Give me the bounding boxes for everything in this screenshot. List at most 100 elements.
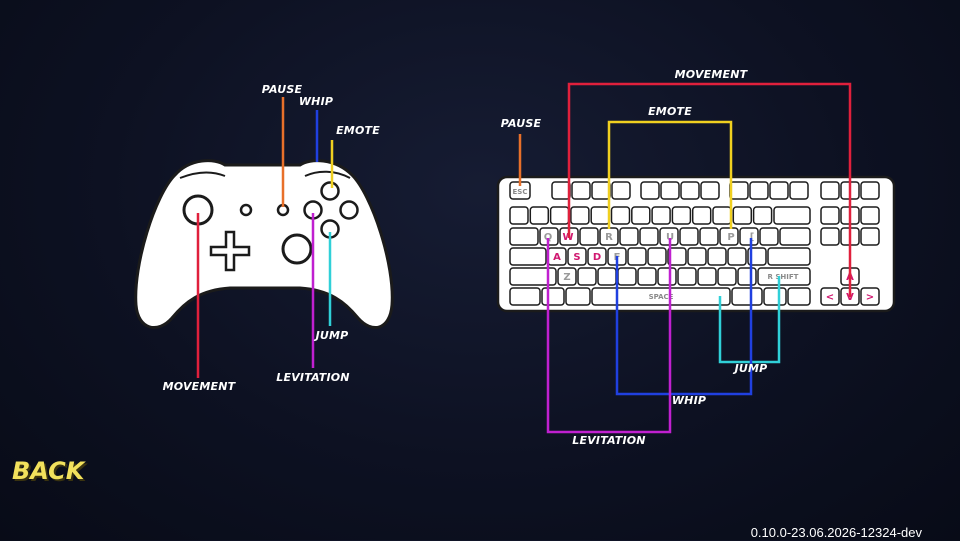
key-i [679, 227, 699, 246]
key-quote [747, 247, 767, 266]
keycap [717, 267, 737, 286]
keycap [651, 206, 671, 225]
key-j [667, 247, 687, 266]
keycap [820, 206, 840, 225]
key-left-label: < [826, 292, 834, 303]
gamepad-whip-label: WHIP [299, 95, 333, 108]
keycap [597, 267, 617, 286]
key-d [587, 247, 607, 266]
keycap [631, 206, 651, 225]
kb-whip-label: WHIP [672, 394, 706, 407]
key-h [647, 247, 667, 266]
gamepad-movement-label: MOVEMENT [163, 380, 237, 393]
face-button-y [320, 181, 340, 201]
key-s-label: S [573, 252, 580, 263]
keyboard-diagram: ESC Q W R U P [ A S D F Z R SHIFT SPACE … [496, 68, 896, 447]
back-button[interactable]: BACK [12, 457, 85, 485]
keycap [590, 206, 610, 225]
keycap [820, 227, 840, 246]
keycap [680, 181, 700, 200]
keycap [789, 181, 809, 200]
keycap [660, 181, 680, 200]
keycap [541, 287, 565, 306]
keycap [617, 267, 637, 286]
key-right [860, 287, 880, 306]
gamepad-body [134, 159, 394, 329]
keycap [611, 181, 631, 200]
keycap [749, 181, 769, 200]
version-label: 0.10.0-23.06.2026-12324-dev [750, 525, 922, 540]
key-e [579, 227, 599, 246]
key-space-label: SPACE [649, 293, 674, 301]
keycap [671, 206, 692, 225]
keycap [571, 181, 591, 200]
keycap [509, 227, 539, 246]
key-d-label: D [593, 252, 601, 263]
key-right-label: > [866, 292, 874, 303]
kb-movement-line [567, 82, 852, 297]
key-bracket-label: [ [750, 232, 755, 243]
keycap [529, 206, 550, 225]
keycap [509, 287, 541, 306]
kb-levitation-line [546, 238, 672, 434]
keycap [591, 181, 611, 200]
keycap [763, 287, 787, 306]
keycap [737, 267, 757, 286]
keycap [509, 267, 557, 286]
view-button [239, 203, 253, 217]
keycap [551, 181, 571, 200]
keycap [700, 181, 720, 200]
keycap [577, 267, 597, 286]
key-y [639, 227, 659, 246]
key-g [627, 247, 647, 266]
dpad [209, 230, 251, 272]
keycap [610, 206, 631, 225]
keycap [570, 206, 590, 225]
keycap [773, 206, 811, 225]
keycap [637, 267, 657, 286]
keycap [752, 206, 773, 225]
keycap [565, 287, 591, 306]
key-esc-label: ESC [513, 188, 528, 196]
keycap [691, 206, 712, 225]
keycap [549, 206, 570, 225]
key-a-label: A [553, 252, 561, 263]
gamepad-jump-label: JUMP [314, 329, 349, 342]
gamepad-diagram: PAUSE WHIP EMOTE JUMP LEVITATION MOVEMEN… [134, 83, 394, 393]
keycap [860, 206, 880, 225]
kb-levitation-label: LEVITATION [572, 434, 645, 447]
kb-whip-line [615, 238, 753, 396]
key-rshift [757, 267, 811, 286]
key-t [619, 227, 639, 246]
key-bracket-right [759, 227, 779, 246]
gamepad-emote-label: EMOTE [336, 124, 380, 137]
kb-pause-label: PAUSE [501, 117, 542, 130]
bumper-left [179, 171, 226, 179]
key-l [707, 247, 727, 266]
face-button-b [339, 200, 359, 220]
keycap [820, 181, 840, 200]
key-o [699, 227, 719, 246]
kb-jump-line [718, 276, 781, 364]
key-bracket-left [739, 227, 759, 246]
key-p [719, 227, 739, 246]
key-q-label: Q [544, 232, 553, 243]
key-down-label: V [846, 292, 854, 303]
key-z [557, 267, 577, 286]
keycap [509, 206, 529, 225]
key-rshift-label: R SHIFT [768, 273, 799, 281]
keycap [640, 181, 660, 200]
keycap [787, 287, 811, 306]
right-stick [281, 233, 313, 265]
kb-jump-label: JUMP [733, 362, 768, 375]
key-k [687, 247, 707, 266]
gamepad-levitation-label: LEVITATION [276, 371, 349, 384]
key-r-label: R [605, 232, 613, 243]
keycap [712, 206, 732, 225]
keycap [767, 247, 811, 266]
kb-emote-label: EMOTE [648, 105, 692, 118]
keycap [509, 247, 547, 266]
keycap [860, 227, 880, 246]
key-u-label: U [666, 232, 674, 243]
